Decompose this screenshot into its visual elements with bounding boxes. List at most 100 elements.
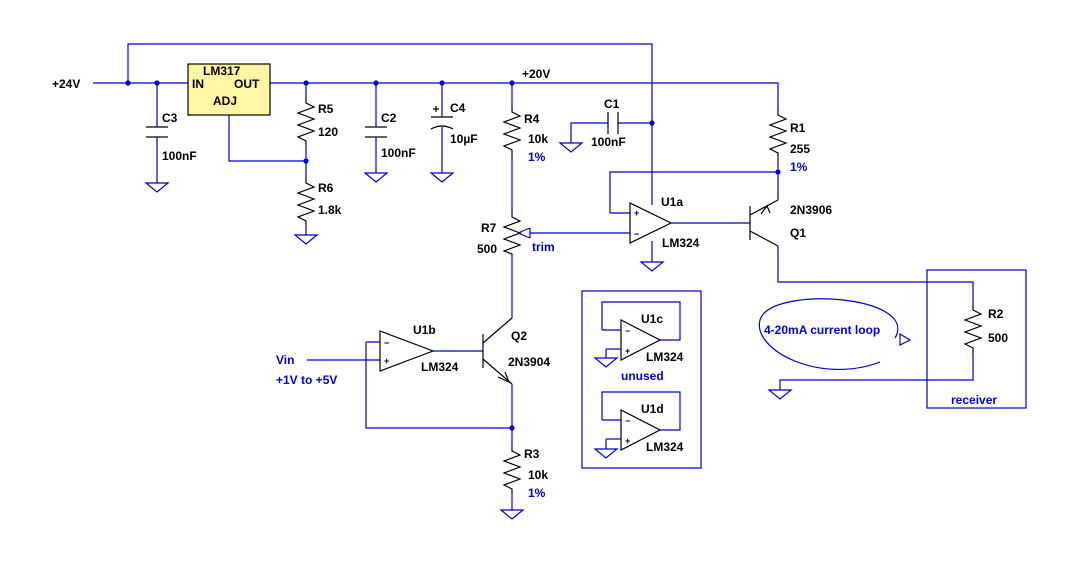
junction-dot xyxy=(509,80,515,86)
r1-ref: R1 xyxy=(790,121,806,135)
resistor-r3: R3 10k 1% xyxy=(502,446,548,500)
c1-value: 100nF xyxy=(591,135,626,149)
current-loop-label: 4-20mA current loop xyxy=(764,323,880,337)
u1a-minus-pin: − xyxy=(634,229,639,239)
u1a-plus-pin: + xyxy=(634,208,639,218)
r2-ref: R2 xyxy=(988,307,1004,321)
ground-icon xyxy=(429,172,455,183)
u1a-value: LM324 xyxy=(662,236,700,250)
potentiometer-r7: R7 500 trim xyxy=(477,212,555,256)
r3-ref: R3 xyxy=(524,447,540,461)
regulator-pin-in: IN xyxy=(192,77,204,91)
c4-value: 10µF xyxy=(450,132,478,146)
u1c-plus-pin: + xyxy=(625,346,630,356)
unused-label: unused xyxy=(621,369,664,383)
u1d-ref: U1d xyxy=(641,402,664,416)
r7-ref: R7 xyxy=(481,221,497,235)
c1-ref: C1 xyxy=(604,97,620,111)
c2-ref: C2 xyxy=(381,111,397,125)
r6-ref: R6 xyxy=(318,181,334,195)
r5-ref: R5 xyxy=(318,102,334,116)
receiver-label: receiver xyxy=(951,393,997,407)
ground-icon xyxy=(293,234,319,245)
ground-icon xyxy=(144,182,170,193)
r3-value: 10k xyxy=(528,468,548,482)
q1-ref: Q1 xyxy=(790,226,806,240)
capacitor-c3: C3 100nF xyxy=(146,111,197,163)
junction-dot xyxy=(154,80,160,86)
ground-icon xyxy=(499,509,525,520)
opamp-u1d xyxy=(620,409,662,451)
r4-tolerance: 1% xyxy=(528,150,546,164)
capacitor-c1: C1 100nF xyxy=(591,97,626,149)
q2-ref: Q2 xyxy=(511,329,527,343)
c3-ref: C3 xyxy=(162,111,178,125)
ground-icon xyxy=(639,261,665,272)
u1a-ref: U1a xyxy=(661,195,683,209)
ground-icon xyxy=(767,389,793,400)
u1d-minus-pin: − xyxy=(625,416,630,426)
transistor-q1: 2N3906 Q1 xyxy=(749,199,832,247)
u1b-value: LM324 xyxy=(421,360,459,374)
rail-20v-label: +20V xyxy=(522,67,550,81)
opamp-u1b: − + U1b LM324 xyxy=(379,323,459,374)
r1-value: 255 xyxy=(790,142,810,156)
regulator-pin-adj: ADJ xyxy=(213,94,237,108)
capacitor-c2: C2 100nF xyxy=(365,111,416,160)
ground-icon xyxy=(593,357,619,368)
junction-dot xyxy=(509,425,515,431)
r4-ref: R4 xyxy=(524,112,540,126)
regulator-pin-out: OUT xyxy=(234,77,260,91)
u1c-minus-pin: − xyxy=(625,326,630,336)
r2-value: 500 xyxy=(988,331,1008,345)
vin-range-label: +1V to +5V xyxy=(276,373,337,387)
junction-dot xyxy=(125,80,131,86)
q2-value: 2N3904 xyxy=(508,355,550,369)
resistor-r5: R5 120 xyxy=(296,98,338,145)
u1d-plus-pin: + xyxy=(625,436,630,446)
u1b-ref: U1b xyxy=(413,323,436,337)
grounds xyxy=(144,142,793,520)
supply-24v-label: +24V xyxy=(52,77,80,91)
ground-icon xyxy=(593,448,619,459)
regulator-body xyxy=(187,63,271,116)
r4-value: 10k xyxy=(528,132,548,146)
r1-tolerance: 1% xyxy=(790,160,808,174)
resistor-r6: R6 1.8k xyxy=(296,178,342,225)
junction-dot xyxy=(775,169,781,175)
resistor-r4: R4 10k 1% xyxy=(502,107,548,164)
r7-value: 500 xyxy=(477,242,497,256)
u1d-value: LM324 xyxy=(646,440,684,454)
capacitor-c4: C4 10µF xyxy=(430,101,478,146)
c4-ref: C4 xyxy=(450,101,466,115)
u1c-value: LM324 xyxy=(646,350,684,364)
junction-dot xyxy=(303,80,309,86)
r5-value: 120 xyxy=(318,125,338,139)
resistor-r2: R2 500 xyxy=(963,305,1008,355)
opamp-u1c xyxy=(620,319,662,361)
unused-opamps-box: − + U1c LM324 unused − + U1d LM324 xyxy=(581,290,702,469)
current-loop-annotation: 4-20mA current loop xyxy=(758,298,912,371)
c2-value: 100nF xyxy=(381,146,416,160)
junctions xyxy=(125,80,781,431)
junction-dot xyxy=(303,158,309,164)
wires xyxy=(93,43,974,510)
u1b-plus-pin: + xyxy=(384,356,389,366)
u1c-ref: U1c xyxy=(641,312,663,326)
c3-value: 100nF xyxy=(162,149,197,163)
ground-icon xyxy=(558,142,584,153)
transistor-q2: Q2 2N3904 xyxy=(482,317,550,385)
vin-label: Vin xyxy=(276,353,294,367)
r6-value: 1.8k xyxy=(318,203,342,217)
receiver-box: receiver xyxy=(926,269,1027,409)
junction-dot xyxy=(649,120,655,126)
opamp-u1a: + − U1a LM324 xyxy=(629,195,700,250)
junction-dot xyxy=(373,80,379,86)
u1b-minus-pin: − xyxy=(384,338,389,348)
r3-tolerance: 1% xyxy=(528,486,546,500)
ground-icon xyxy=(363,172,389,183)
r7-note: trim xyxy=(532,240,555,254)
junction-dot xyxy=(439,80,445,86)
q1-value: 2N3906 xyxy=(790,203,832,217)
